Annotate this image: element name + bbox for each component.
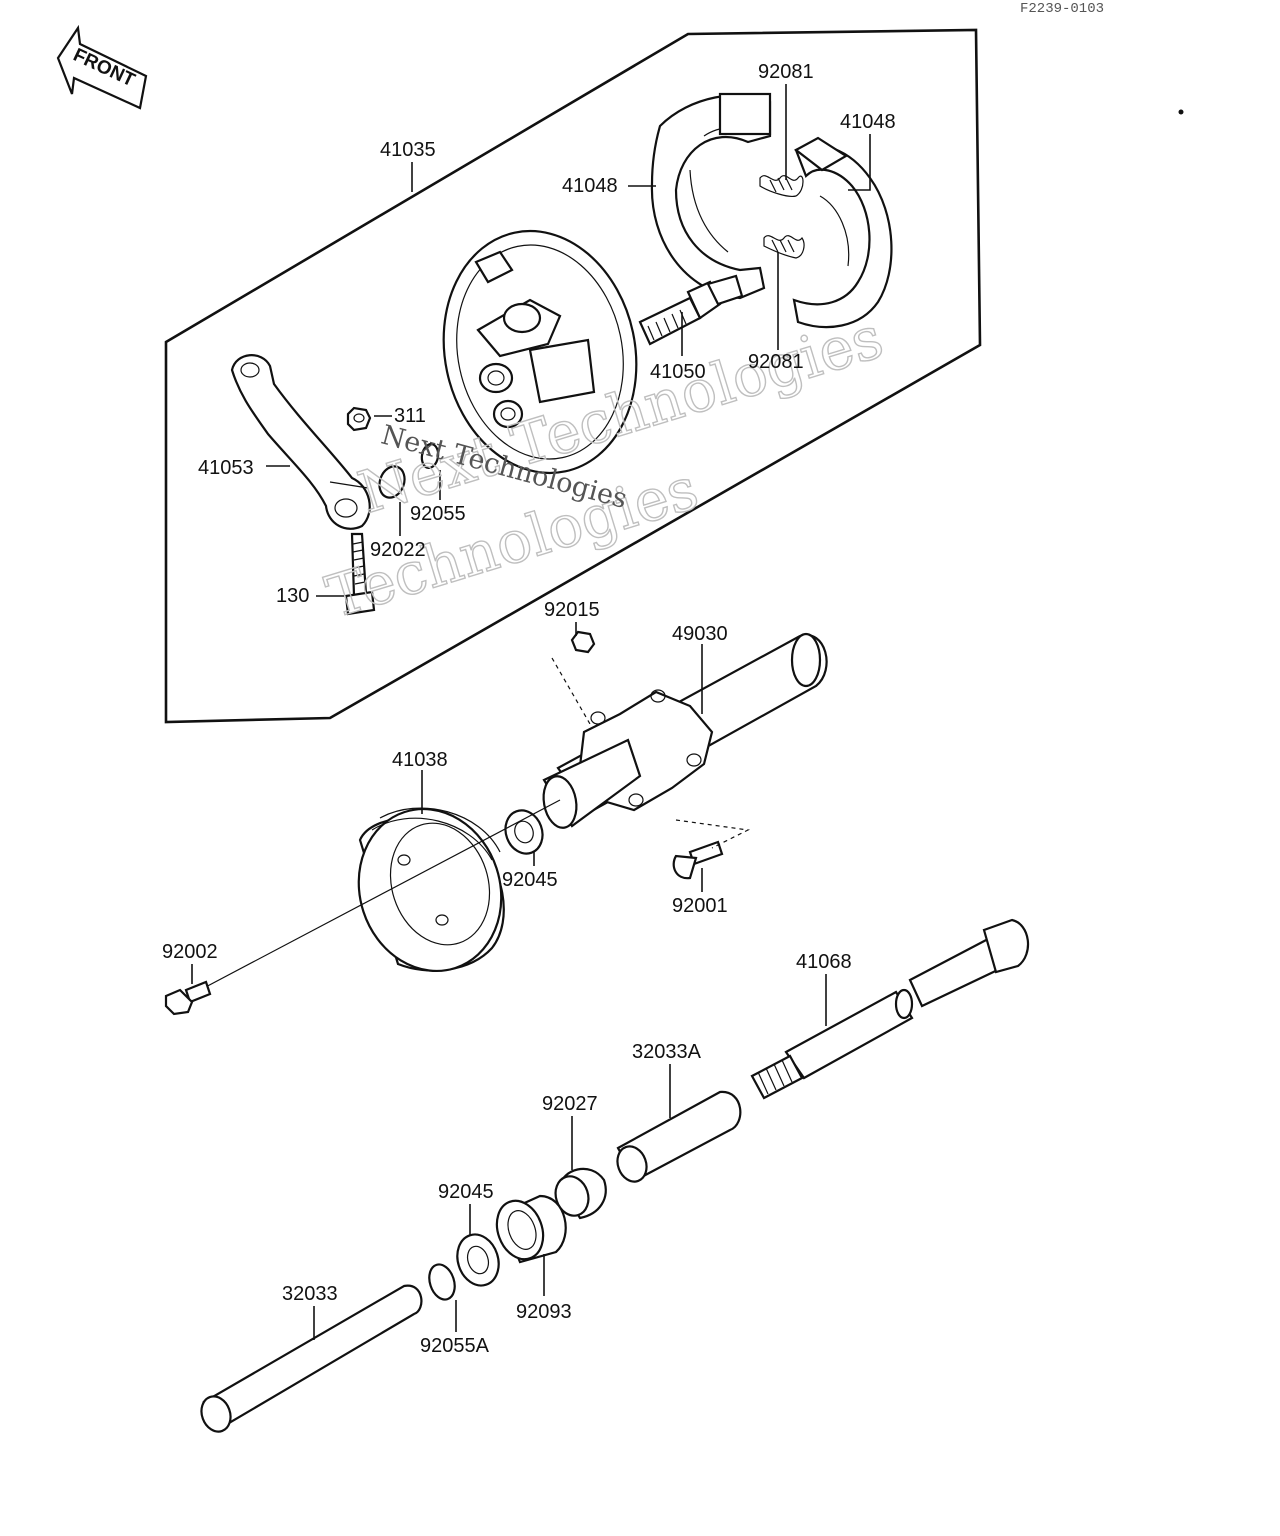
brake-shoe-right <box>792 136 893 329</box>
label-130: 130 <box>276 585 309 607</box>
diagram-code: F2239-0103 <box>1020 1 1104 17</box>
label-92055A: 92055A <box>420 1335 490 1357</box>
spring-lower <box>763 235 805 259</box>
label-32033: 32033 <box>282 1283 338 1305</box>
axle-41068 <box>750 918 1030 1100</box>
o-ring-92055 <box>420 443 440 469</box>
label-92093: 92093 <box>516 1301 572 1323</box>
label-41053: 41053 <box>198 457 254 479</box>
brake-drum <box>357 807 505 973</box>
label-92081-top: 92081 <box>758 61 814 83</box>
bolt-92001 <box>672 840 724 880</box>
label-311: 311 <box>394 405 426 427</box>
guide-line-92001 <box>675 819 750 849</box>
label-41050: 41050 <box>650 361 706 383</box>
label-92001: 92001 <box>672 895 728 917</box>
leader-lines <box>191 84 871 1340</box>
axle-line <box>199 799 561 991</box>
label-92027: 92027 <box>542 1093 598 1115</box>
bolt-92002 <box>164 980 212 1016</box>
label-92045-upper: 92045 <box>502 869 558 891</box>
label-92002: 92002 <box>162 941 218 963</box>
brake-shoe-left <box>650 92 772 300</box>
brake-cam <box>638 274 744 346</box>
washer-92022 <box>378 465 406 499</box>
label-92081-bottom: 92081 <box>748 351 804 373</box>
axle-sleeve <box>542 632 828 829</box>
front-arrow-icon: FRONT <box>56 24 148 110</box>
brake-arm <box>230 354 371 530</box>
circlip-92055A <box>428 1263 456 1301</box>
bearing-92045-lower <box>456 1233 500 1287</box>
label-92045-lower: 92045 <box>438 1181 494 1203</box>
sleeve-32033A <box>616 1090 742 1183</box>
brake-panel <box>442 229 638 475</box>
guide-line-92015 <box>551 657 591 725</box>
label-32033A: 32033A <box>632 1041 702 1063</box>
label-41035: 41035 <box>380 139 436 161</box>
bearing-92045-upper <box>504 809 544 855</box>
collar-92027 <box>554 1167 607 1220</box>
nut-92015 <box>570 630 596 654</box>
label-92022: 92022 <box>370 539 426 561</box>
label-41068: 41068 <box>796 951 852 973</box>
label-41048-right: 41048 <box>840 111 896 133</box>
seal-92093 <box>495 1194 567 1264</box>
stray-dot <box>1178 109 1184 115</box>
label-41038: 41038 <box>392 749 448 771</box>
label-92055: 92055 <box>410 503 466 525</box>
bolt-130 <box>344 532 376 616</box>
spring-upper <box>759 175 804 197</box>
label-41048-left: 41048 <box>562 175 618 197</box>
label-92015: 92015 <box>544 599 600 621</box>
label-49030: 49030 <box>672 623 728 645</box>
nut-311 <box>346 406 372 432</box>
assembly-outline <box>164 28 982 724</box>
tube-32033 <box>200 1284 423 1433</box>
